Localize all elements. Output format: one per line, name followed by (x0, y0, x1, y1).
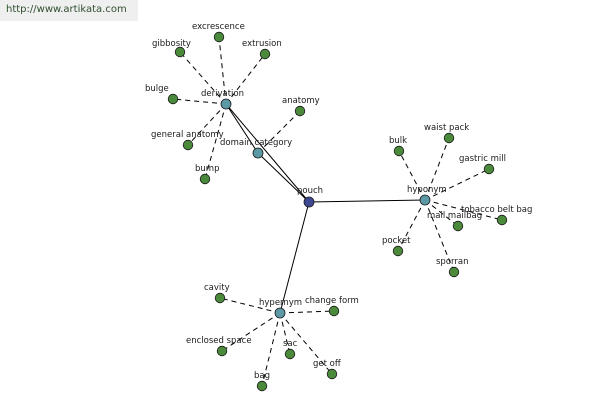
leaf-waist-pack-label[interactable]: waist pack (424, 123, 469, 133)
leaf-general-anatomy-node[interactable] (182, 139, 194, 151)
leaf-get-off-node[interactable] (326, 368, 338, 380)
leaf-bag-node[interactable] (256, 380, 268, 392)
edge-pouch-hypernym (279, 201, 310, 314)
center-pouch-label[interactable]: pouch (297, 186, 323, 196)
leaf-cavity-label[interactable]: cavity (204, 283, 230, 293)
edge-hypernym-bag (261, 312, 281, 387)
leaf-bulk-node[interactable] (393, 145, 405, 157)
relation-domain-category-node[interactable] (252, 147, 264, 159)
leaf-change-form-label[interactable]: change form (305, 296, 359, 306)
leaf-sporran-label[interactable]: sporran (436, 257, 468, 267)
edge-pouch-derivation (225, 103, 310, 203)
leaf-pocket-label[interactable]: pocket (382, 236, 411, 246)
leaf-extrusion-label[interactable]: extrusion (242, 39, 282, 49)
leaf-mail-mailbag-label[interactable]: mail mailbag (427, 211, 482, 221)
leaf-gastric-mill-node[interactable] (483, 163, 495, 175)
leaf-cavity-node[interactable] (214, 292, 226, 304)
leaf-gibbosity-node[interactable] (174, 46, 186, 58)
relation-domain-category-label[interactable]: domain category (220, 138, 292, 148)
leaf-bump-node[interactable] (199, 173, 211, 185)
edge-hyponym-sporran (424, 199, 455, 273)
leaf-bag-label[interactable]: bag (254, 371, 270, 381)
edge-derivation-bump (204, 103, 227, 180)
relation-hyponym-label[interactable]: hyponym (407, 185, 447, 195)
edge-domain-category-anatomy (257, 110, 301, 154)
relation-hypernym-node[interactable] (274, 307, 286, 319)
leaf-pocket-node[interactable] (392, 245, 404, 257)
leaf-extrusion-node[interactable] (259, 48, 271, 60)
leaf-bulge-node[interactable] (167, 93, 179, 105)
leaf-excrescence-node[interactable] (213, 31, 225, 43)
edge-hypernym-get-off (279, 312, 333, 375)
edge-pouch-domain-category (257, 152, 310, 203)
leaf-bulk-label[interactable]: bulk (389, 136, 407, 146)
relation-derivation-label[interactable]: derivation (201, 89, 244, 99)
edge-derivation-domain-category (225, 103, 259, 154)
center-pouch-node[interactable] (303, 196, 315, 208)
leaf-tobacco-belt-bag-node[interactable] (496, 214, 508, 226)
leaf-sporran-node[interactable] (448, 266, 460, 278)
edge-hyponym-waist-pack (424, 137, 450, 201)
edge-derivation-extrusion (225, 53, 266, 105)
leaf-anatomy-label[interactable]: anatomy (282, 96, 320, 106)
graph-nodes (167, 31, 508, 392)
edge-derivation-gibbosity (179, 51, 227, 105)
leaf-anatomy-node[interactable] (294, 105, 306, 117)
leaf-excrescence-label[interactable]: excrescence (192, 22, 245, 32)
edge-hypernym-change-form (279, 310, 335, 314)
edge-pouch-hyponym (308, 199, 426, 203)
leaf-gastric-mill-label[interactable]: gastric mill (459, 154, 506, 164)
edge-hypernym-sac (279, 312, 291, 355)
leaf-general-anatomy-label[interactable]: general anatomy (151, 130, 224, 140)
leaf-tobacco-belt-bag-label[interactable]: tobacco belt bag (461, 205, 532, 215)
edge-hyponym-gastric-mill (424, 168, 490, 201)
leaf-sac-node[interactable] (284, 348, 296, 360)
leaf-waist-pack-node[interactable] (443, 132, 455, 144)
graph-edges (172, 36, 503, 387)
leaf-enclosed-space-node[interactable] (216, 345, 228, 357)
edge-hyponym-pocket (397, 199, 426, 252)
edge-hyponym-mail-mailbag (424, 199, 459, 227)
edge-hypernym-cavity (219, 297, 281, 314)
leaf-change-form-node[interactable] (328, 305, 340, 317)
edge-derivation-bulge (172, 98, 227, 105)
leaf-sac-label[interactable]: sac (283, 339, 298, 349)
leaf-bulge-label[interactable]: bulge (145, 84, 169, 94)
edge-hyponym-tobacco-belt-bag (424, 199, 503, 221)
relation-hyponym-node[interactable] (419, 194, 431, 206)
leaf-get-off-label[interactable]: get off (313, 359, 342, 369)
leaf-mail-mailbag-node[interactable] (452, 220, 464, 232)
site-url[interactable]: http://www.artikata.com (0, 0, 138, 21)
edge-derivation-general-anatomy (187, 103, 227, 146)
leaf-enclosed-space-label[interactable]: enclosed space (186, 336, 252, 346)
leaf-gibbosity-label[interactable]: gibbosity (152, 39, 191, 49)
edge-hyponym-bulk (398, 150, 426, 201)
edge-derivation-excrescence (218, 36, 227, 105)
relation-derivation-node[interactable] (220, 98, 232, 110)
relation-hypernym-label[interactable]: hypernym (259, 298, 302, 308)
leaf-bump-label[interactable]: bump (195, 164, 219, 174)
edge-hypernym-enclosed-space (221, 312, 281, 352)
